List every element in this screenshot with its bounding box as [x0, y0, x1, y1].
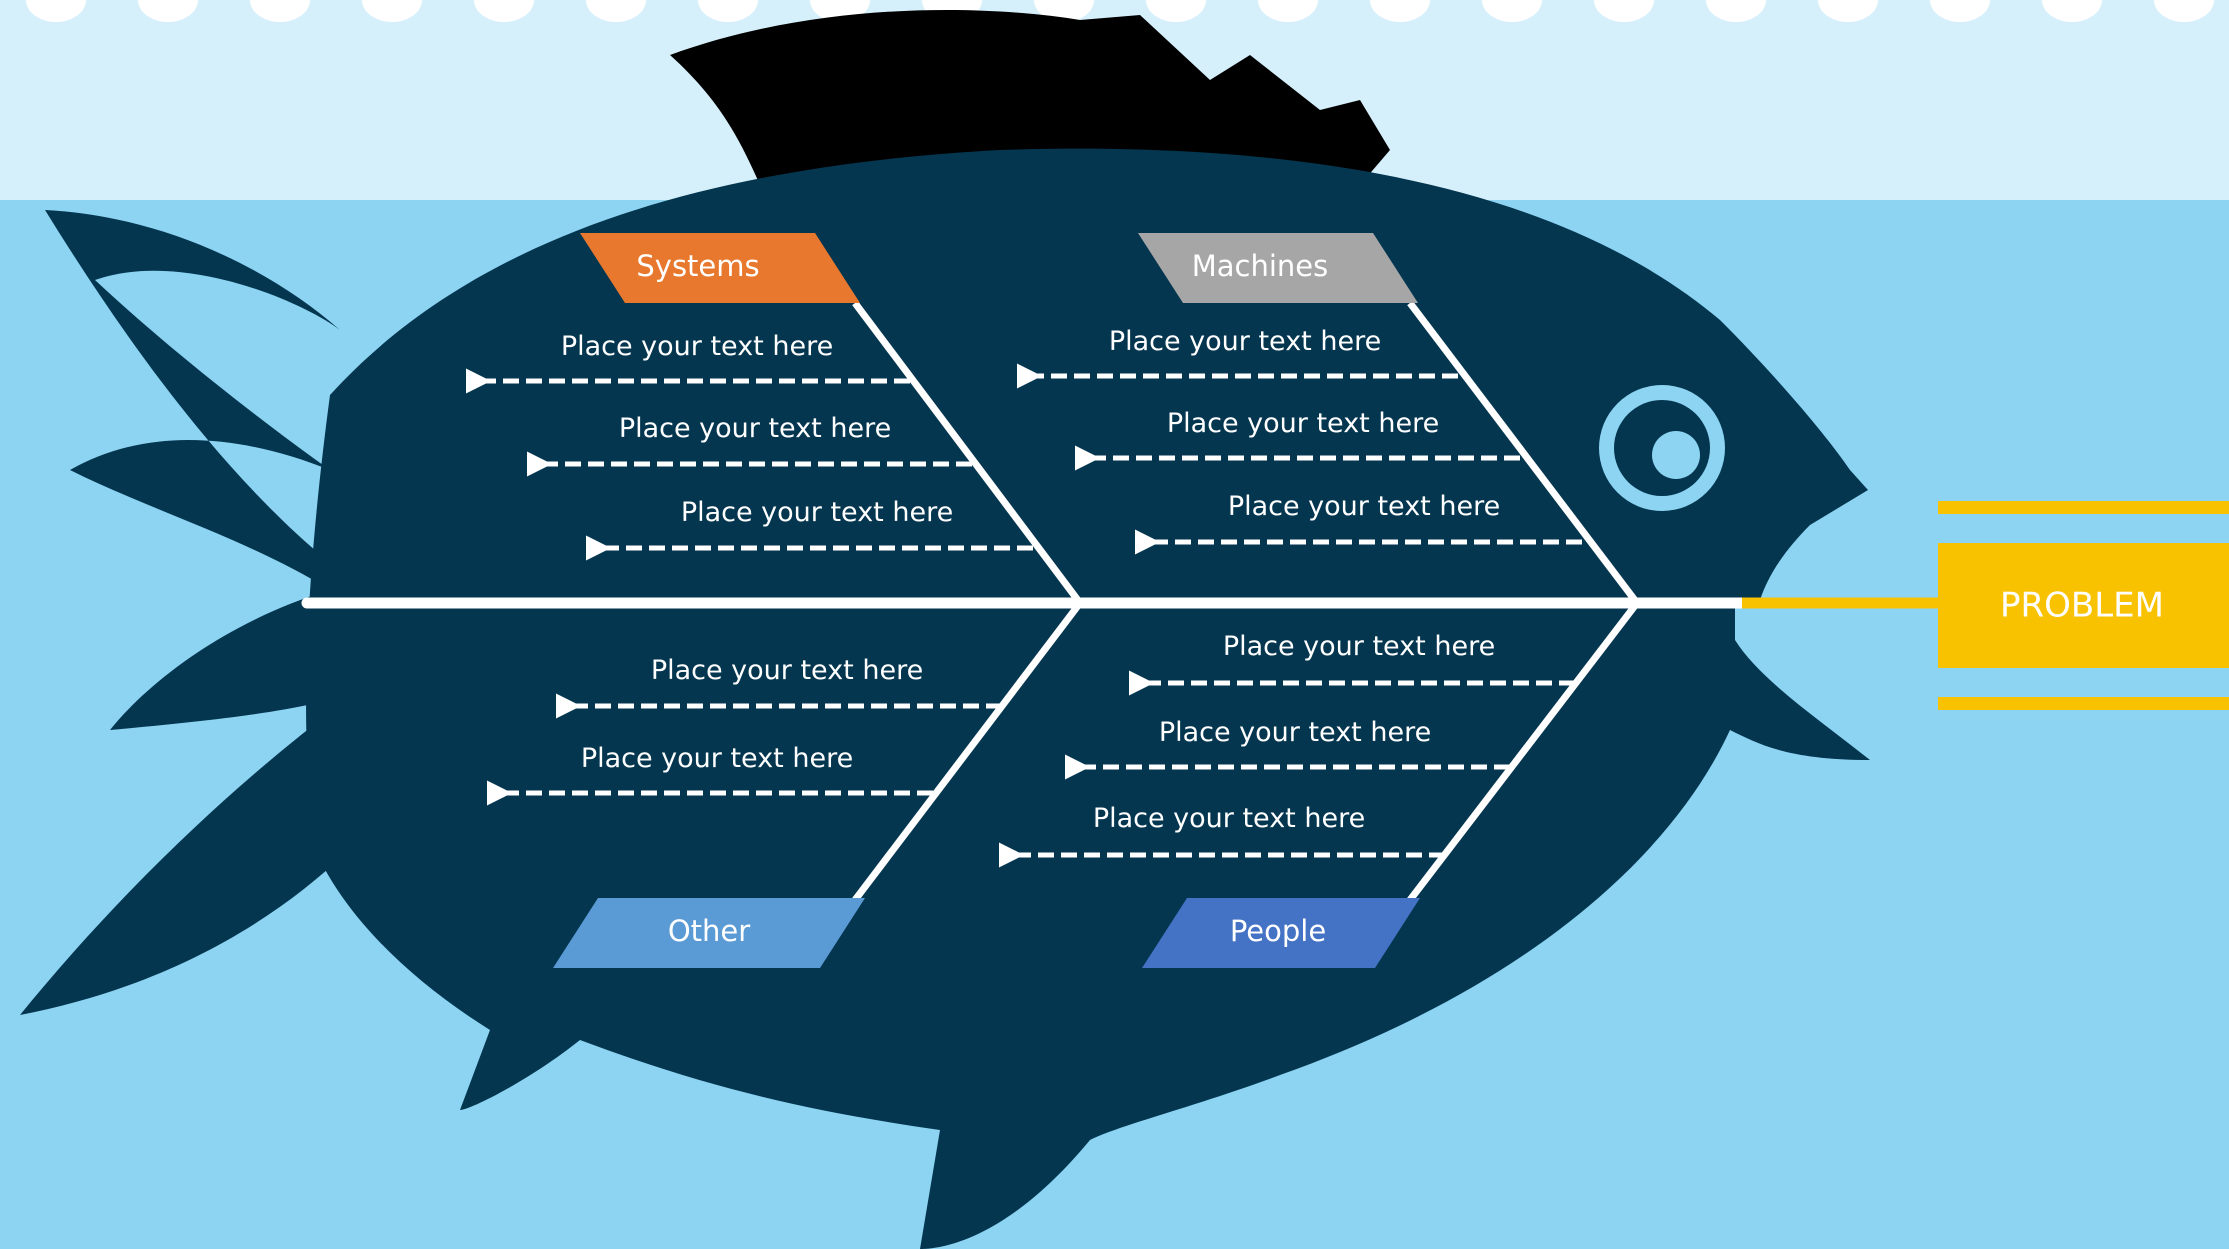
category-machines-label: Machines [1192, 249, 1329, 283]
causes-machines: Place your text here Place your text her… [1017, 326, 1582, 555]
wave-scallop [1456, 120, 1568, 190]
cause-text: Place your text here [1159, 717, 1431, 748]
problem-bar-top [1938, 501, 2229, 514]
cause-text: Place your text here [561, 331, 833, 362]
category-machines-tag [1138, 233, 1418, 303]
category-other: Other [553, 898, 865, 968]
category-other-label: Other [668, 914, 750, 948]
problem-box: PROBLEM [1938, 501, 2229, 710]
cause-text: Place your text here [681, 497, 953, 528]
bone-systems [852, 300, 1083, 606]
fishbone-skeleton [301, 300, 1940, 903]
category-people: People [1142, 898, 1420, 968]
problem-bar-bottom [1938, 697, 2229, 710]
foam-bubble [1146, 0, 1206, 22]
foam-bubble [1930, 0, 1990, 22]
fish-body [306, 148, 1870, 1249]
foam-bubble [1370, 0, 1430, 22]
wave-scallop [1904, 120, 2016, 190]
foam-bubble [698, 0, 758, 22]
foam-bubble [26, 0, 86, 22]
fish-silhouette [20, 9, 1870, 1249]
cause-text: Place your text here [651, 655, 923, 686]
wave-scallop [448, 120, 560, 190]
foam-bubble [1482, 0, 1542, 22]
foam-bubble [1594, 0, 1654, 22]
wave-scallop [2016, 120, 2128, 190]
foam-bubble [1818, 0, 1878, 22]
cause-text: Place your text here [1109, 326, 1381, 357]
foam-bubble [1706, 0, 1766, 22]
category-people-label: People [1230, 914, 1326, 948]
category-systems-tag [580, 233, 860, 303]
category-systems: Systems [580, 233, 860, 303]
category-machines: Machines [1138, 233, 1418, 303]
problem-label: PROBLEM [2000, 586, 2164, 626]
bone-other [852, 600, 1083, 903]
wave-scallop [1680, 120, 1792, 190]
cause-text: Place your text here [1167, 408, 1439, 439]
cause-text: Place your text here [581, 743, 853, 774]
cause-text: Place your text here [1228, 491, 1500, 522]
wave-scallop [1792, 120, 1904, 190]
foam-bubble [362, 0, 422, 22]
foam-bubble [2042, 0, 2102, 22]
problem-label-box [1938, 543, 2229, 668]
fish-eye-pupil [1652, 431, 1700, 479]
wave-scallop [1568, 120, 1680, 190]
foam-bubble [2154, 0, 2214, 22]
wave-scallop [224, 120, 336, 190]
causes-systems: Place your text here Place your text her… [466, 331, 1033, 561]
wave-scallop [2128, 120, 2229, 190]
foam-bubble [1258, 0, 1318, 22]
bone-people [1407, 600, 1640, 903]
bone-machines [1407, 300, 1640, 606]
dorsal-fin [670, 9, 1390, 185]
wave-scallop [112, 120, 224, 190]
cause-text: Place your text here [1223, 631, 1495, 662]
causes-people: Place your text here Place your text her… [999, 631, 1575, 868]
category-systems-label: Systems [636, 249, 759, 283]
wave-scallop [0, 120, 112, 190]
wave-scallop [560, 120, 672, 190]
foam-bubble [250, 0, 310, 22]
cause-text: Place your text here [619, 413, 891, 444]
foam-bubble [474, 0, 534, 22]
causes-other: Place your text here Place your text her… [487, 655, 1002, 806]
foam-bubble [586, 0, 646, 22]
cause-text: Place your text here [1093, 803, 1365, 834]
wave-scallop [336, 120, 448, 190]
foam-bubble [138, 0, 198, 22]
category-other-tag [553, 898, 865, 968]
category-people-tag [1142, 898, 1420, 968]
